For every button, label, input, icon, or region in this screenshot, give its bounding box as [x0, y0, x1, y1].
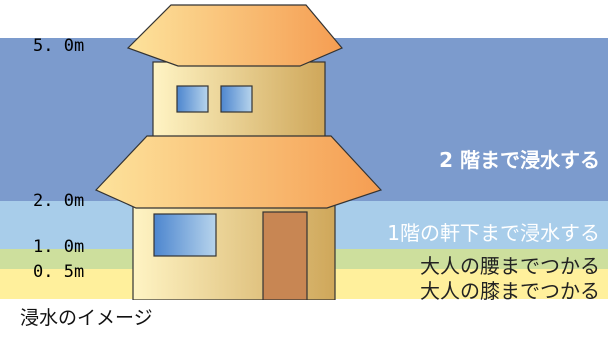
level-label-5m: 5. 0m: [33, 36, 85, 56]
upper-window-right: [220, 85, 253, 113]
lower-roof: [94, 135, 383, 209]
level-label-2m: 2. 0m: [33, 191, 85, 211]
band-label-5m: 2 階まで浸水する: [439, 148, 600, 172]
upper-roof: [126, 4, 343, 67]
house-illustration: [94, 4, 383, 300]
door: [262, 211, 308, 300]
band-label-05m: 大人の膝までつかる: [420, 279, 600, 303]
lower-window: [153, 213, 217, 257]
caption: 浸水のイメージ: [20, 307, 153, 329]
upper-window-left: [176, 85, 209, 113]
level-label-05m: 0. 5m: [33, 262, 85, 282]
level-label-1m: 1. 0m: [33, 237, 85, 257]
band-label-2m: 1階の軒下まで浸水する: [387, 221, 600, 245]
band-label-1m: 大人の腰までつかる: [420, 254, 600, 278]
